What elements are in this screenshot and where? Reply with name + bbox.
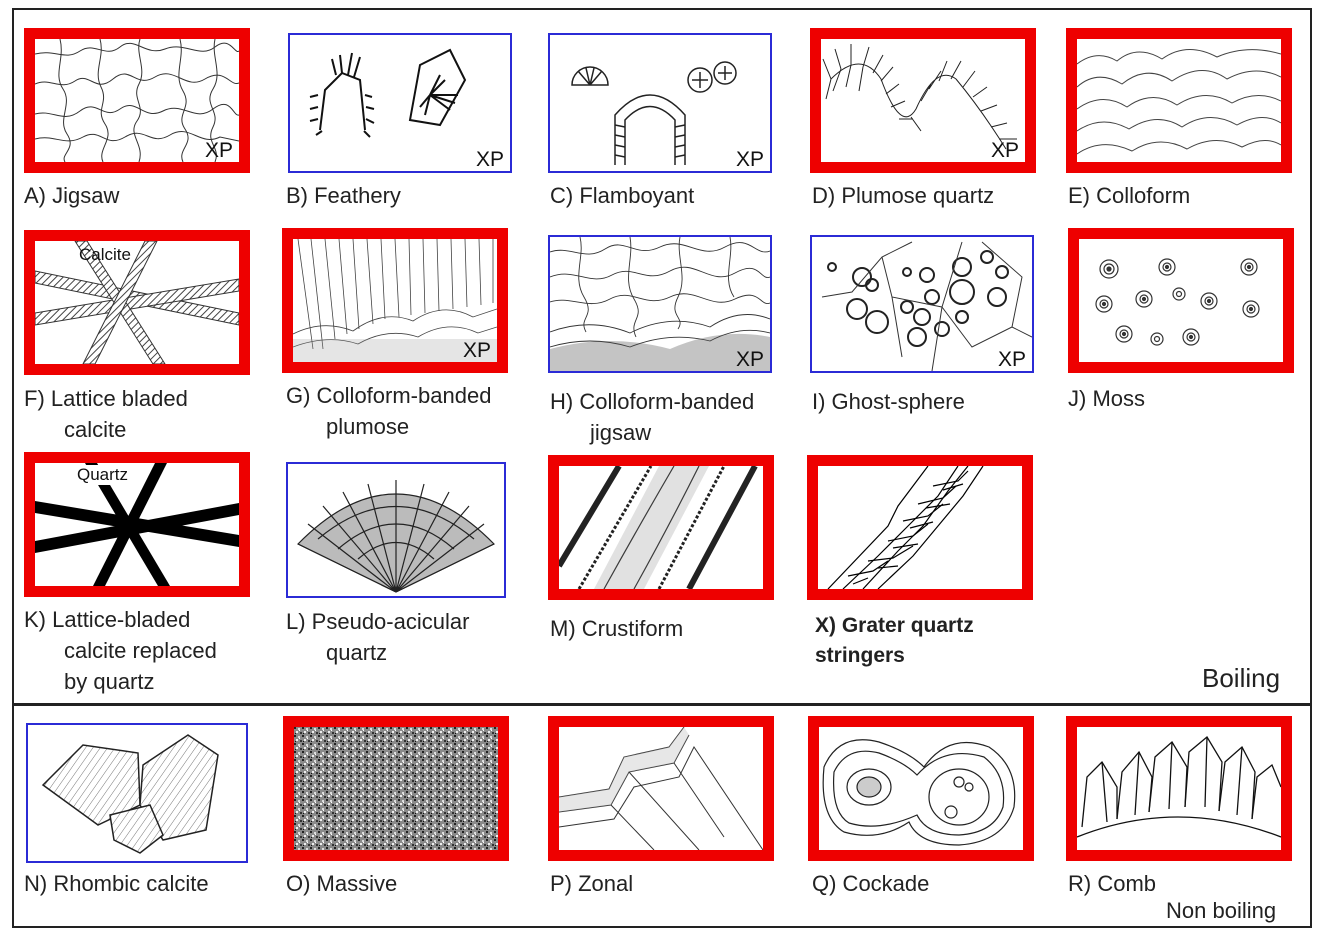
moss-drawing	[1079, 239, 1283, 362]
panel-colloform-banded-plumose: XP	[282, 228, 508, 373]
section-label-boiling: Boiling	[1202, 663, 1280, 694]
panel-grater-quartz-stringers	[807, 455, 1033, 600]
caption-flamboyant: C) Flamboyant	[550, 180, 694, 211]
panel-flamboyant: XP	[548, 33, 772, 173]
panel-comb	[1066, 716, 1292, 861]
caption-line: L) Pseudo-acicular	[286, 606, 469, 637]
panel-massive	[283, 716, 509, 861]
caption-feathery: B) Feathery	[286, 180, 401, 211]
caption-line: H) Colloform-banded	[550, 386, 754, 417]
rhombic-calcite-drawing	[28, 725, 246, 861]
colloform-drawing	[1077, 39, 1281, 162]
panel-jigsaw: XP	[24, 28, 250, 173]
panel-colloform-banded-jigsaw: XP	[548, 235, 772, 373]
panel-ghost-sphere: XP	[810, 235, 1034, 373]
massive-drawing	[294, 727, 498, 850]
caption-pseudo-acicular-quartz: L) Pseudo-acicular quartz	[286, 606, 469, 668]
panel-moss	[1068, 228, 1294, 373]
panel-cockade	[808, 716, 1034, 861]
xp-label: XP	[998, 349, 1026, 371]
xp-label: XP	[991, 140, 1019, 162]
caption-line: quartz	[286, 637, 469, 668]
caption-massive: O) Massive	[286, 868, 397, 899]
section-divider	[12, 703, 1312, 706]
caption-comb: R) Comb	[1068, 868, 1156, 899]
caption-line: calcite replaced	[24, 635, 217, 666]
caption-colloform: E) Colloform	[1068, 180, 1190, 211]
caption-line: G) Colloform-banded	[286, 380, 491, 411]
caption-line: calcite	[24, 414, 188, 445]
comb-drawing	[1077, 727, 1281, 850]
lattice-bladed-calcite-drawing	[35, 241, 239, 364]
caption-crustiform: M) Crustiform	[550, 613, 683, 644]
panel-plumose-quartz: XP	[810, 28, 1036, 173]
caption-line: jigsaw	[550, 417, 754, 448]
cockade-drawing	[819, 727, 1023, 850]
panel-rhombic-calcite	[26, 723, 248, 863]
caption-moss: J) Moss	[1068, 383, 1145, 414]
xp-label: XP	[736, 149, 764, 171]
caption-ghost-sphere: I) Ghost-sphere	[812, 386, 965, 417]
caption-line: F) Lattice bladed	[24, 383, 188, 414]
panel-crustiform	[548, 455, 774, 600]
xp-label: XP	[463, 340, 491, 362]
caption-jigsaw: A) Jigsaw	[24, 180, 119, 211]
quartz-annotation: Quartz	[77, 465, 128, 485]
caption-colloform-banded-jigsaw: H) Colloform-banded jigsaw	[550, 386, 754, 448]
caption-rhombic-calcite: N) Rhombic calcite	[24, 868, 209, 899]
caption-plumose-quartz: D) Plumose quartz	[812, 180, 994, 211]
pseudo-acicular-quartz-drawing	[288, 464, 504, 596]
lattice-bladed-quartz-drawing	[35, 463, 239, 586]
caption-line: K) Lattice-bladed	[24, 604, 217, 635]
panel-lattice-bladed-calcite: Calcite	[24, 230, 250, 375]
caption-lattice-bladed-quartz: K) Lattice-bladed calcite replaced by qu…	[24, 604, 217, 697]
caption-colloform-banded-plumose: G) Colloform-banded plumose	[286, 380, 491, 442]
crustiform-drawing	[559, 466, 763, 589]
caption-line: by quartz	[24, 666, 217, 697]
caption-line: plumose	[286, 411, 491, 442]
panel-pseudo-acicular-quartz	[286, 462, 506, 598]
xp-label: XP	[736, 349, 764, 371]
calcite-annotation: Calcite	[79, 245, 131, 265]
panel-colloform	[1066, 28, 1292, 173]
panel-zonal	[548, 716, 774, 861]
panel-lattice-bladed-quartz: Quartz	[24, 452, 250, 597]
xp-label: XP	[205, 140, 233, 162]
zonal-drawing	[559, 727, 763, 850]
section-label-non-boiling: Non boiling	[1166, 898, 1276, 924]
caption-zonal: P) Zonal	[550, 868, 633, 899]
caption-line: stringers	[815, 641, 974, 671]
caption-cockade: Q) Cockade	[812, 868, 929, 899]
xp-label: XP	[476, 149, 504, 171]
caption-line: X) Grater quartz	[815, 611, 974, 641]
caption-lattice-bladed-calcite: F) Lattice bladed calcite	[24, 383, 188, 445]
panel-feathery: XP	[288, 33, 512, 173]
grater-quartz-stringers-drawing	[818, 466, 1022, 589]
caption-grater-quartz-stringers: X) Grater quartz stringers	[815, 611, 974, 671]
